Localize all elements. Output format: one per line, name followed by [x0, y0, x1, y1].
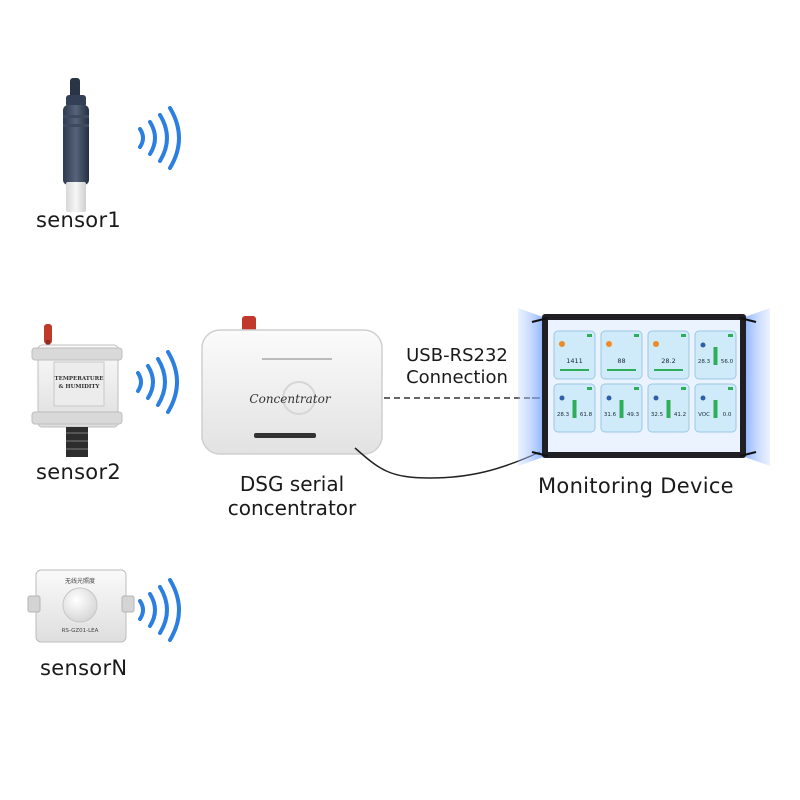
tile-reading: 31.6 — [604, 412, 617, 418]
monitoring-device-label: Monitoring Device — [538, 474, 734, 498]
sensor2-wireless-icon — [136, 350, 179, 414]
tile-reading: 41.2 — [674, 412, 686, 418]
battery-icon — [728, 387, 733, 390]
tile-reading: 49.3 — [627, 412, 640, 418]
sensor-icon — [653, 341, 659, 347]
tile-level-bar — [654, 369, 683, 371]
battery-icon — [587, 334, 592, 337]
battery-icon — [587, 387, 592, 390]
battery-icon — [681, 387, 686, 390]
monitoring-device: 1411 88 28.2 28.3 56.0 28.3 61.8 31.6 49.3 32.5 41… — [518, 308, 770, 466]
sensorN-panel-title: 无线光照度 — [65, 577, 95, 585]
sensor-icon — [559, 341, 565, 347]
screen-tile-bg — [553, 330, 596, 380]
battery-icon — [681, 334, 686, 337]
tile-reading: 88 — [617, 357, 625, 365]
connection-label-line1: USB-RS232 — [406, 345, 508, 366]
sensor2-label: sensor2 — [36, 460, 122, 484]
screen-tile: 32.5 41.2 — [647, 383, 690, 433]
battery-icon — [728, 334, 733, 337]
sensorN-device: 无线光照度 RS-GZ01-LEA — [27, 569, 135, 643]
tile-reading: 32.5 — [651, 412, 664, 418]
tile-reading: VOC — [698, 412, 710, 418]
screen-tile: 28.2 — [647, 330, 690, 380]
screen-tile: 28.3 61.8 — [553, 383, 596, 433]
battery-icon — [634, 334, 639, 337]
sensor2-panel-line1: TEMPERATURE — [55, 376, 104, 382]
serial-cable — [354, 447, 541, 479]
tile-reading: 1411 — [566, 357, 583, 365]
thermometer-icon — [606, 395, 612, 401]
screen-tile-bg — [600, 330, 643, 380]
screen-tile: 1411 — [553, 330, 596, 380]
tile-level-bar — [572, 400, 577, 418]
thermometer-icon — [700, 342, 706, 348]
concentrator-caption: DSG serial concentrator — [212, 472, 372, 520]
thermometer-icon — [700, 395, 706, 401]
thermometer-icon — [559, 395, 565, 401]
tile-level-bar — [666, 400, 671, 418]
sensor-icon — [606, 341, 612, 347]
concentrator-caption-line1: DSG serial — [239, 472, 345, 496]
concentrator-device-text: Concentrator — [249, 392, 331, 406]
sensor1-wireless-icon — [138, 106, 181, 170]
tile-reading: 28.3 — [557, 412, 570, 418]
tile-reading: 56.0 — [721, 359, 734, 365]
tile-level-bar — [560, 369, 589, 371]
tile-reading: 61.8 — [580, 412, 593, 418]
tile-reading: 0.0 — [723, 412, 732, 418]
battery-icon — [634, 387, 639, 390]
tile-reading: 28.3 — [698, 359, 711, 365]
sensor2-device: TEMPERATURE & HUMIDITY — [31, 324, 123, 457]
sensor2-panel-line2: & HUMIDITY — [59, 384, 100, 390]
screen-tile: 28.3 56.0 — [694, 330, 737, 380]
sensorN-label: sensorN — [40, 656, 128, 680]
tile-level-bar — [713, 400, 718, 418]
tile-level-bar — [607, 369, 636, 371]
concentrator-caption-line2: concentrator — [227, 496, 357, 520]
sensor1-probe — [63, 78, 89, 212]
monitor-screen-tiles: 1411 88 28.2 28.3 56.0 28.3 61.8 31.6 49.3 32.5 41… — [553, 330, 737, 433]
concentrator-device: Concentrator — [201, 316, 383, 455]
connection-label: USB-RS232 Connection — [390, 345, 524, 389]
screen-tile: 88 — [600, 330, 643, 380]
screen-tile-bg — [647, 330, 690, 380]
thermometer-icon — [653, 395, 659, 401]
tile-level-bar — [619, 400, 624, 418]
connection-label-line2: Connection — [406, 367, 508, 388]
screen-tile: 31.6 49.3 — [600, 383, 643, 433]
sensor1-label: sensor1 — [36, 208, 122, 232]
tile-reading: 28.2 — [661, 357, 675, 365]
screen-tile: VOC 0.0 — [694, 383, 737, 433]
sensorN-panel-code: RS-GZ01-LEA — [62, 628, 99, 634]
sensorN-wireless-icon — [138, 578, 181, 642]
tile-level-bar — [713, 347, 718, 365]
